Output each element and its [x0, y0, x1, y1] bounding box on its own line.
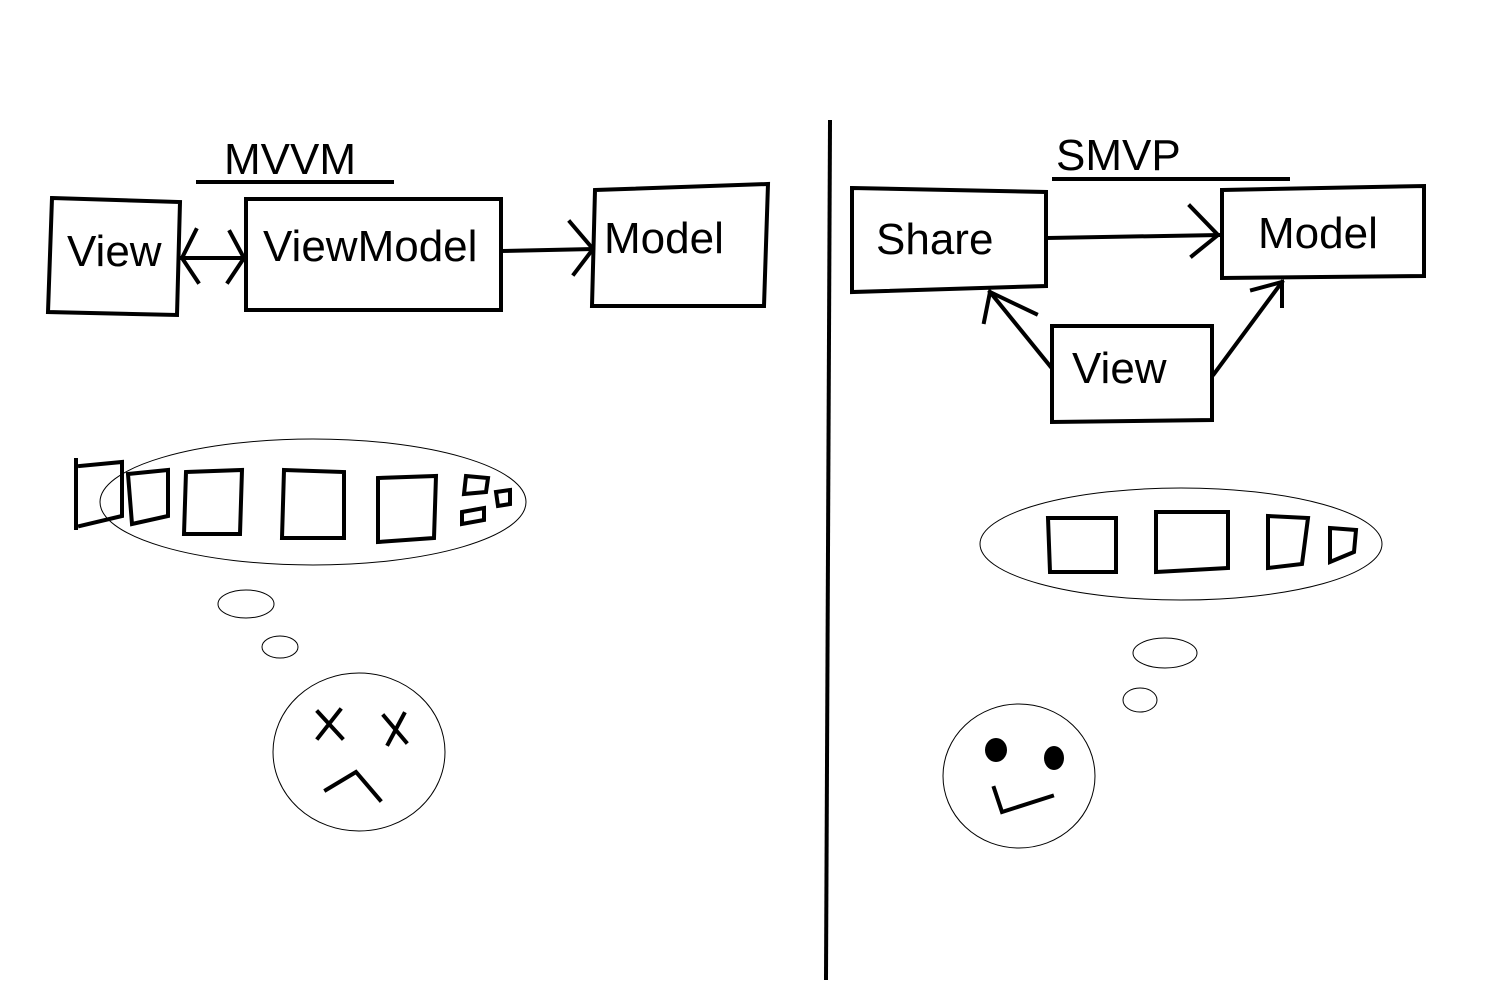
viewmodel-model-arrow — [499, 219, 596, 277]
smvp-share-box: Share — [850, 185, 1048, 295]
mvvm-panel: MVVM View ViewModel Model — [45, 135, 771, 832]
mvvm-title: MVVM — [224, 135, 356, 184]
sad-face-icon — [272, 672, 446, 832]
mvvm-view-box: View — [45, 195, 183, 318]
mvvm-thought-bubble — [74, 438, 527, 566]
smvp-view-box: View — [1050, 324, 1214, 425]
smvp-thought-bubble — [979, 487, 1383, 601]
mvvm-thought-trail-large — [217, 589, 275, 619]
smvp-thought-trail-small — [1122, 687, 1158, 713]
view-viewmodel-double-arrow — [179, 227, 247, 285]
view-model-arrow — [1211, 279, 1285, 377]
view-share-arrow — [981, 289, 1053, 369]
mvvm-model-box: Model — [589, 181, 771, 308]
smvp-title: SMVP — [1056, 131, 1181, 180]
happy-face-icon — [942, 703, 1096, 849]
panel-divider — [823, 119, 833, 981]
smvp-view-label: View — [1072, 344, 1167, 393]
mvvm-view-label: View — [67, 227, 162, 276]
mvvm-viewmodel-box: ViewModel — [244, 197, 503, 312]
smvp-thought-trail-large — [1132, 637, 1198, 669]
smvp-panel: SMVP Share Model View — [850, 131, 1426, 849]
smvp-share-label: Share — [876, 215, 993, 264]
mvvm-model-label: Model — [604, 214, 724, 263]
mvvm-thought-trail-small — [261, 635, 299, 659]
smvp-model-label: Model — [1258, 209, 1378, 258]
share-model-arrow — [1045, 203, 1221, 259]
smvp-model-box: Model — [1220, 183, 1426, 281]
mvvm-viewmodel-label: ViewModel — [263, 222, 477, 271]
